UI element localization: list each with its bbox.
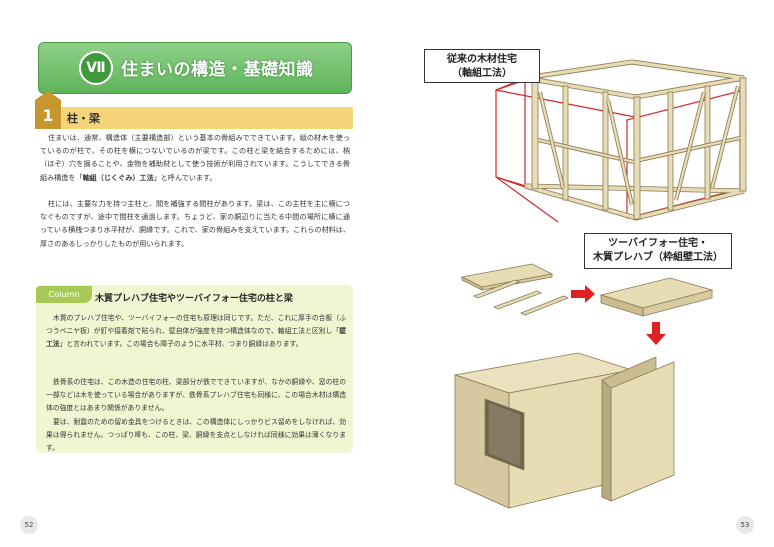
red-arrow-right xyxy=(571,285,595,303)
column-box xyxy=(36,285,353,453)
callout-conventional: 従来の木材住宅 （軸組工法） xyxy=(424,49,540,83)
post-beam-frame xyxy=(524,59,747,221)
chapter-title: 住まいの構造・基礎知識 xyxy=(121,60,314,80)
section-header-bar xyxy=(35,107,353,129)
section-number: 1 xyxy=(35,91,61,129)
red-arrow-down xyxy=(646,322,666,345)
bold-term: 壁工法 xyxy=(46,327,346,349)
loose-panel-parts xyxy=(460,263,569,316)
body-paragraph-1: 住まいは、通常、構造体（主要構造部）という基本の骨組みでできています。縦の材木を… xyxy=(40,133,350,182)
assembled-panel xyxy=(599,277,714,317)
section-title: 柱・梁 xyxy=(67,112,100,125)
column-paragraph-1: 木質のプレハブ住宅や、ツーバイフォーの住宅も原理は同じです。ただ、これに厚手の合… xyxy=(46,314,346,349)
bold-term: 軸組（じくぐみ）工法 xyxy=(82,172,154,182)
page-number-right: 53 xyxy=(736,516,754,534)
column-paragraph-3: 要は、耐震のための留め金具をつけるときは、この構造体にしっかりビス留めをしなけれ… xyxy=(46,418,346,453)
callout-two-by-four: ツーバイフォー住宅・ 木質プレハブ（枠組壁工法） xyxy=(584,233,732,269)
illustrations xyxy=(454,59,747,509)
box-house xyxy=(454,352,675,509)
column-tag: Column xyxy=(36,286,92,303)
chapter-number-badge: Ⅶ xyxy=(79,51,113,85)
body-paragraph-2: 柱には、主要な力を持つ主柱と、間を補強する間柱があります。梁は、この主柱を主に横… xyxy=(40,199,350,248)
column-paragraph-2: 鉄骨系の住宅は、この木造の住宅の柱、梁部分が鉄でできていますが、なかの胴縁や、窓… xyxy=(46,378,346,413)
page-number-left: 52 xyxy=(20,516,38,534)
column-title: 木質プレハブ住宅やツーバイフォー住宅の柱と梁 xyxy=(95,294,293,304)
